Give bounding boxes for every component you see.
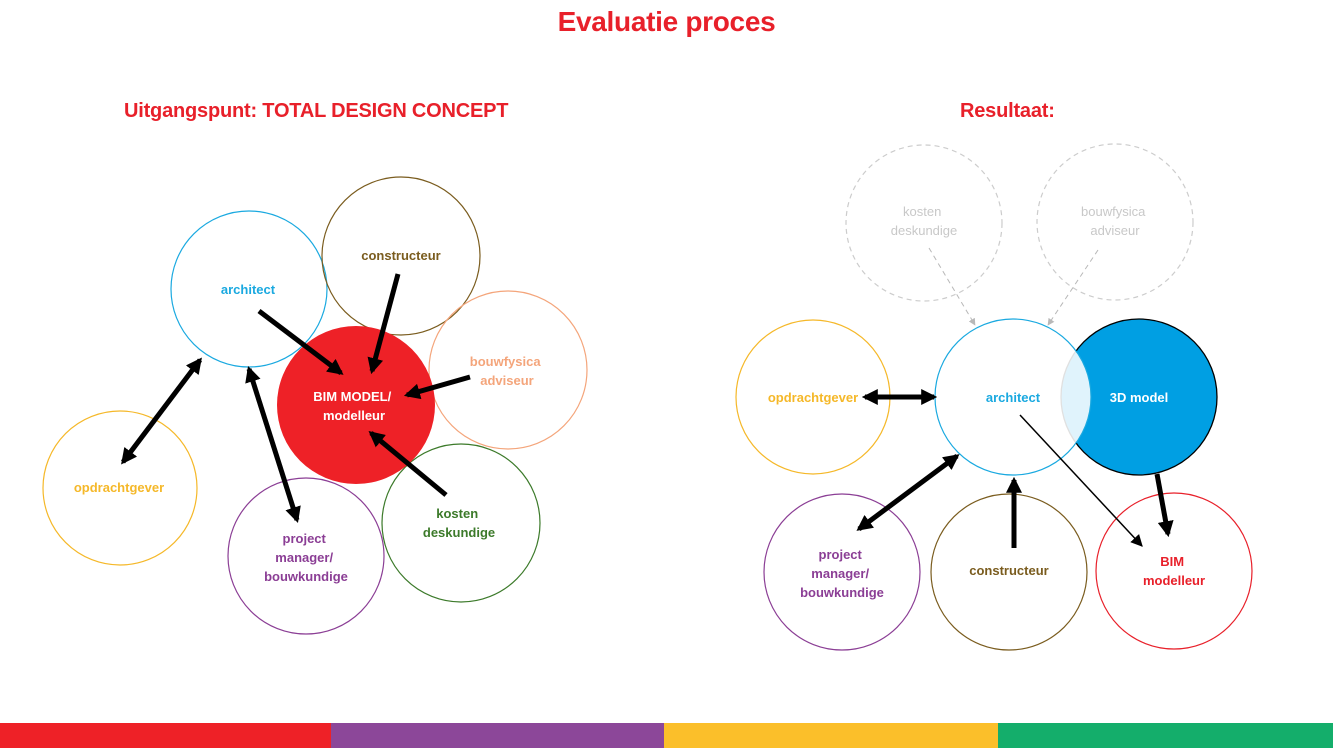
footer-bar-yellow [664, 723, 998, 748]
left-constructeur-label: constructeur [361, 248, 440, 263]
right-arrow-architect-project [856, 453, 960, 532]
left-project-circle [227, 477, 385, 635]
right-3d-model-label: 3D model [1110, 390, 1169, 405]
right-arrow-bouwfysica-to-architect [1047, 249, 1099, 326]
right-diagram: kosten deskundige bouwfysica adviseur op… [735, 143, 1253, 651]
right-arrow-3d-model-to-bim [1154, 473, 1174, 538]
right-constructeur-circle [930, 493, 1088, 651]
right-arrow-architect-to-bim [1019, 414, 1143, 547]
right-bouwfysica-circle [1036, 143, 1194, 301]
left-constructeur-circle [321, 176, 481, 336]
left-arrow-architect-opdrachtgever [121, 357, 202, 465]
left-subtitle: Uitgangspunt: TOTAL DESIGN CONCEPT [124, 100, 509, 122]
left-arrow-bouwfysica-to-bim [403, 374, 471, 400]
left-opdrachtgever-label: opdrachtgever [74, 480, 164, 495]
left-arrow-architect-to-bim [257, 309, 344, 375]
right-kosten-label: kosten deskundige [891, 204, 958, 238]
left-kosten-label: kosten deskundige [423, 506, 495, 540]
left-opdrachtgever-circle [42, 410, 198, 566]
left-kosten-circle [381, 443, 541, 603]
left-architect-label: architect [221, 282, 276, 297]
page-title: Evaluatie proces [557, 6, 776, 37]
left-project-label: project manager/ bouwkundige [264, 531, 348, 584]
left-arrow-constructeur-to-bim [367, 273, 401, 375]
right-constructeur-label: constructeur [969, 563, 1048, 578]
right-bim-circle [1095, 492, 1253, 650]
right-project-circle [763, 493, 921, 651]
right-project-label: project manager/ bouwkundige [800, 547, 884, 600]
right-opdrachtgever-label: opdrachtgever [768, 390, 858, 405]
right-subtitle: Resultaat: [960, 100, 1055, 122]
footer-bar-green [998, 723, 1333, 748]
footer-bar-purple [331, 723, 664, 748]
left-diagram: architect constructeur BIM MODEL/ modell… [42, 176, 588, 635]
right-architect-label: architect [986, 390, 1041, 405]
right-bim-label: BIM modelleur [1143, 554, 1205, 588]
left-arrow-kosten-to-bim [368, 430, 448, 497]
left-arrow-architect-project [245, 365, 301, 524]
right-bouwfysica-label: bouwfysica adviseur [1081, 204, 1149, 238]
left-bim-model-circle [277, 326, 435, 484]
footer-bar-red [0, 723, 331, 748]
left-bouwfysica-circle [428, 290, 588, 450]
right-kosten-circle [845, 144, 1003, 302]
right-arrow-kosten-to-architect [928, 247, 976, 326]
left-bim-model-label: BIM MODEL/ modelleur [313, 389, 395, 423]
left-bouwfysica-label: bouwfysica adviseur [470, 354, 544, 388]
